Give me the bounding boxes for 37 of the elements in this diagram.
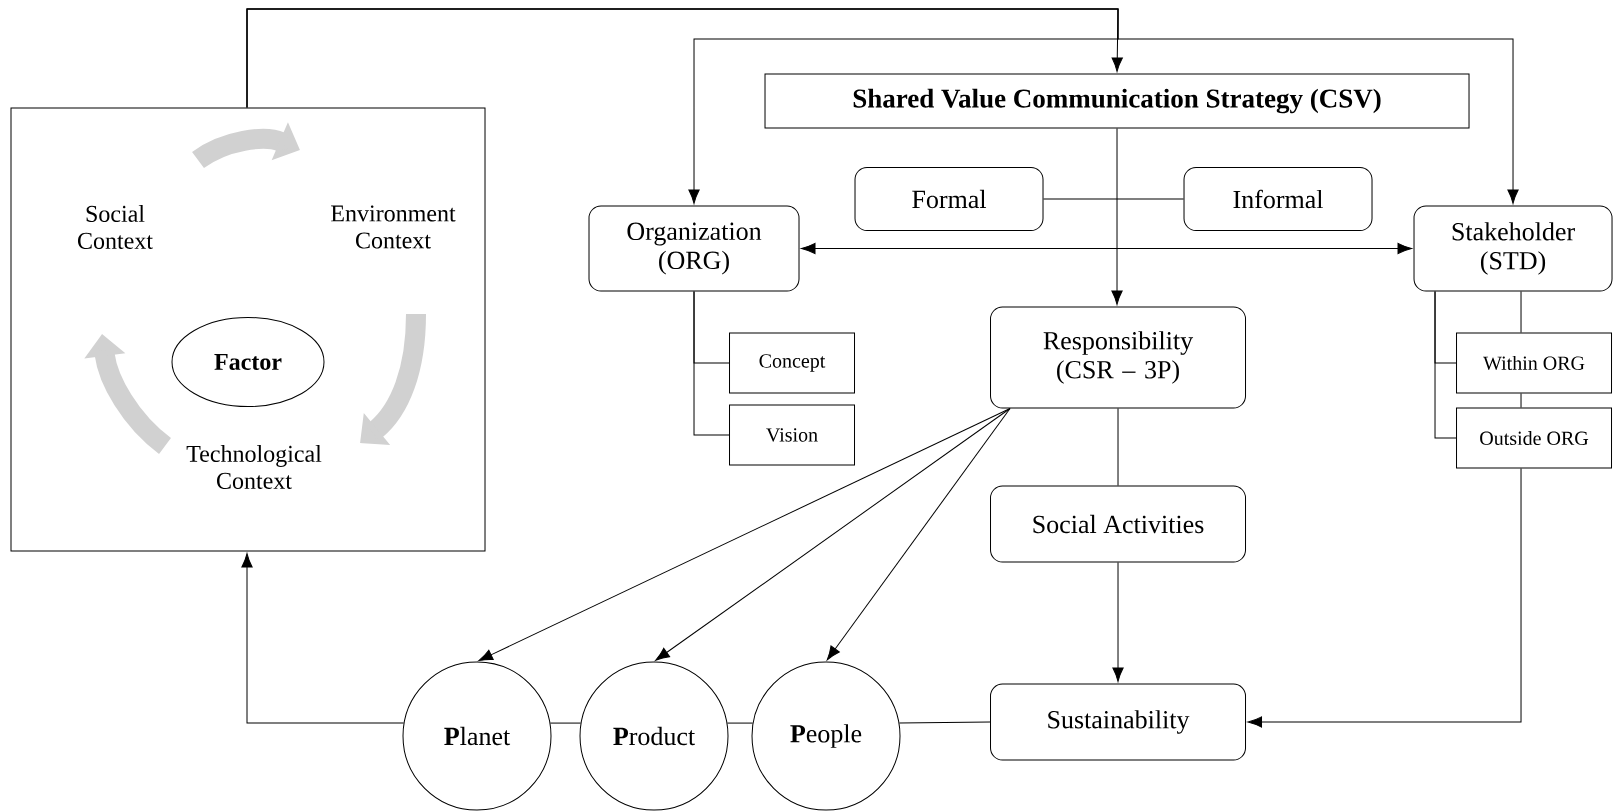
circle-node: Product: [579, 661, 729, 811]
connector: [1520, 291, 1522, 333]
circle-node: Planet: [402, 661, 552, 811]
title-box: Shared Value Communication Strategy (CSV): [764, 73, 1470, 129]
process-box: Responsibility (CSR – 3P): [990, 306, 1246, 409]
connector: [1111, 128, 1123, 305]
item-box: Concept: [729, 332, 855, 394]
connector: [1117, 408, 1119, 486]
process-box: Social Activities: [990, 485, 1246, 563]
connector: [655, 408, 1011, 661]
connector: [898, 721, 991, 724]
process-box: Informal: [1183, 167, 1373, 231]
connector: [241, 553, 405, 724]
context-box: [10, 107, 486, 552]
connector: [801, 242, 1412, 255]
item-box: Vision: [729, 404, 855, 466]
process-box: Formal: [854, 167, 1044, 231]
connector: [1434, 291, 1457, 439]
connector: [1112, 562, 1124, 682]
connector: [549, 722, 582, 724]
process-box: Stakeholder (STD): [1413, 205, 1613, 292]
connector: [1520, 393, 1522, 408]
item-box: Outside ORG: [1456, 407, 1612, 469]
item-box: Within ORG: [1456, 332, 1612, 394]
context-label: Environment Context: [331, 205, 456, 249]
connector: [826, 408, 1011, 661]
context-label: Social Context: [78, 205, 153, 249]
context-label: Technological Context: [186, 445, 322, 489]
connector: [1043, 198, 1184, 200]
connector: [246, 8, 1519, 204]
connector: [726, 722, 754, 724]
process-box: Sustainability: [990, 683, 1246, 761]
connector: [693, 291, 730, 436]
process-box: Organization (ORG): [588, 205, 800, 292]
connector: [1247, 468, 1522, 728]
circle-node: People: [751, 661, 901, 811]
connector: [478, 408, 1011, 662]
